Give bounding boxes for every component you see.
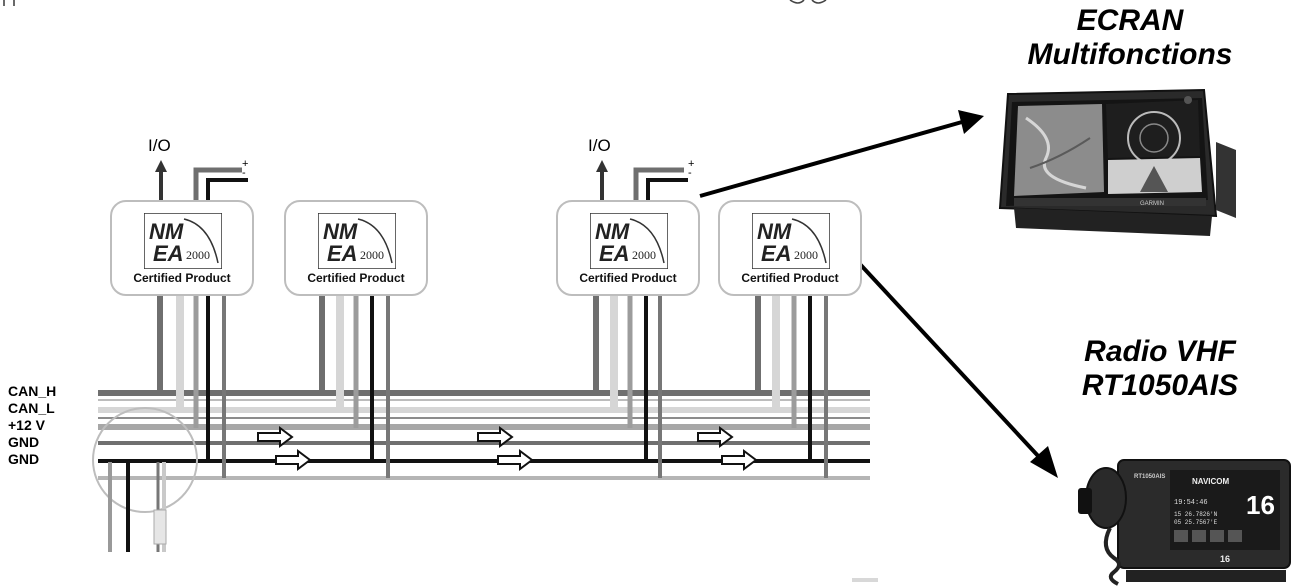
nmea-module-2: NM EA 2000 Certified Product	[284, 200, 428, 296]
multifunction-display-image: GARMIN	[998, 88, 1236, 236]
logo-ea-text: EA	[327, 241, 358, 266]
drop-cable-3	[593, 290, 662, 478]
certified-product-caption: Certified Product	[741, 271, 839, 285]
power-plus-minus-1: +-	[242, 158, 249, 179]
t-connector-circle	[92, 407, 198, 552]
flow-arrow-3a	[697, 426, 734, 448]
nmea2000-logo: NM EA 2000	[590, 213, 668, 269]
io-arrows	[155, 160, 608, 200]
nmea2000-logo: NM EA 2000	[752, 213, 830, 269]
drop-cable-4	[755, 290, 828, 478]
vhf-lon-text: 05 25.7567'E	[1174, 519, 1218, 526]
ecran-label: ECRAN Multifonctions	[1000, 4, 1260, 72]
flow-arrow-2a	[477, 426, 514, 448]
nmea-module-3: NM EA 2000 Certified Product	[556, 200, 700, 296]
logo-year-text: 2000	[632, 248, 656, 262]
nmea2000-logo: NM EA 2000	[318, 213, 396, 269]
vhf-channel-text: 16	[1246, 490, 1275, 520]
logo-nm-text: NM	[149, 219, 184, 244]
io-label-2: I/O	[588, 136, 611, 155]
power-plus-minus-2: +-	[688, 158, 695, 179]
arrow-to-vhf	[1030, 446, 1058, 478]
nmea-module-1: NM EA 2000 Certified Product	[110, 200, 254, 296]
logo-nm-text: NM	[757, 219, 792, 244]
cropped-top-text	[0, 0, 880, 8]
vhf-brand-text: NAVICOM	[1192, 477, 1230, 486]
logo-ea-text: EA	[153, 241, 184, 266]
power-input-wires	[193, 167, 688, 200]
flow-arrow-3b	[721, 449, 758, 471]
vhf-radio-image: NAVICOM RT1050AIS 16 19:54:46 15 26.7826…	[1078, 459, 1291, 586]
flow-arrow-1b	[275, 449, 312, 471]
certified-product-caption: Certified Product	[307, 271, 405, 285]
nmea-module-4: NM EA 2000 Certified Product	[718, 200, 862, 296]
vhf-coiled-cord	[1103, 527, 1121, 586]
drop-cable-1	[157, 290, 226, 478]
logo-year-text: 2000	[360, 248, 384, 262]
bus-label-can-l: CAN_L	[8, 400, 55, 416]
flow-arrow-1a	[257, 426, 294, 448]
ecran-label-line2: Multifonctions	[1027, 38, 1233, 71]
mfd-brand-text: GARMIN	[1140, 201, 1164, 207]
certified-product-caption: Certified Product	[133, 271, 231, 285]
ecran-label-line1: ECRAN	[1076, 4, 1184, 37]
vhf-bottom-channel-text: 16	[1220, 554, 1230, 564]
mfd-bracket	[1216, 142, 1236, 218]
logo-year-text: 2000	[794, 248, 818, 262]
vhf-time-text: 19:54:46	[1174, 499, 1208, 507]
flow-arrows	[257, 426, 758, 471]
vhf-lat-text: 15 26.7826'N	[1174, 511, 1218, 518]
stray-mark	[852, 578, 878, 582]
logo-nm-text: NM	[595, 219, 630, 244]
bus-label-12v: +12 V	[8, 417, 45, 433]
drop-cable-2	[319, 290, 390, 478]
bus-lines	[98, 390, 870, 480]
radio-label-line2: RT1050AIS	[1081, 369, 1239, 402]
logo-ea-text: EA	[761, 241, 792, 266]
radio-label-line1: Radio VHF	[1084, 335, 1236, 368]
logo-ea-text: EA	[599, 241, 630, 266]
nmea2000-logo: NM EA 2000	[144, 213, 222, 269]
pointer-arrows	[699, 110, 1058, 478]
certified-product-caption: Certified Product	[579, 271, 677, 285]
flow-arrow-2b	[497, 449, 534, 471]
vhf-model-text: RT1050AIS	[1134, 474, 1165, 480]
logo-nm-text: NM	[323, 219, 358, 244]
bus-label-can-h: CAN_H	[8, 383, 57, 399]
io-label-1: I/O	[148, 136, 171, 155]
radio-label: Radio VHF RT1050AIS	[1040, 335, 1280, 403]
arrow-to-mfd	[958, 110, 984, 134]
bus-label-gnd-1: GND	[8, 434, 40, 450]
logo-year-text: 2000	[186, 248, 210, 262]
bus-label-gnd-2: GND	[8, 451, 40, 467]
mfd-radar-pane	[1106, 100, 1200, 158]
